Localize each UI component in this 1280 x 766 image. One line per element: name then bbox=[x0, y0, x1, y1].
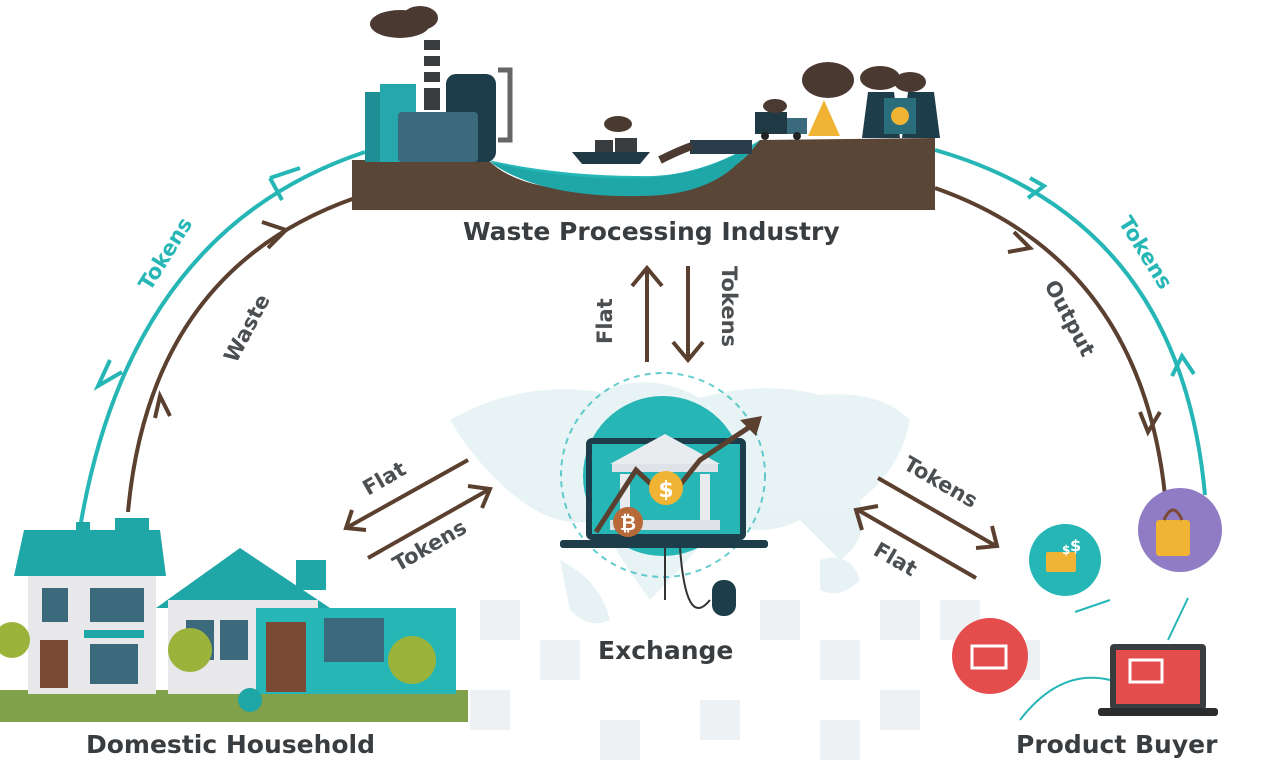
svg-text:₿: ₿ bbox=[620, 511, 636, 535]
buyer-illustration bbox=[952, 488, 1222, 721]
left-flat-arrow bbox=[343, 458, 469, 532]
dollar-icon-card: $ bbox=[1070, 536, 1081, 555]
left-outer-tokens-label: Tokens bbox=[134, 213, 197, 294]
right-tokens-arrow bbox=[877, 476, 1000, 550]
right-inner-output-label: Output bbox=[1040, 276, 1100, 360]
right-outer-tokens-label: Tokens bbox=[1114, 212, 1177, 293]
dollar-icon-card-2: $ bbox=[1062, 543, 1070, 557]
left-tokens-arrow bbox=[367, 484, 493, 560]
bank-icon bbox=[610, 434, 720, 464]
center-tokens-label: Tokens bbox=[717, 266, 741, 347]
household-label: Domestic Household bbox=[86, 730, 376, 759]
background-grid bbox=[470, 600, 1040, 760]
center-flat-up-arrow bbox=[630, 264, 664, 362]
right-inner-output-arc bbox=[934, 186, 1167, 496]
dollar-coin-icon: $ bbox=[649, 471, 683, 505]
center-flat-label: Flat bbox=[593, 298, 617, 344]
left-inner-waste-label: Waste bbox=[219, 290, 275, 366]
household-illustration bbox=[0, 518, 468, 722]
industry-label: Waste Processing Industry bbox=[463, 217, 840, 246]
left-inner-waste-arc bbox=[126, 196, 356, 513]
left-flat-label: Flat bbox=[359, 457, 411, 501]
buyer-label: Product Buyer bbox=[1016, 730, 1218, 759]
right-outer-tokens-arc bbox=[934, 148, 1207, 496]
right-flat-arrow bbox=[853, 504, 977, 580]
exchange-label: Exchange bbox=[598, 636, 734, 665]
bitcoin-icon: ₿ bbox=[613, 507, 643, 537]
right-tokens-label: Tokens bbox=[900, 452, 982, 513]
svg-text:$: $ bbox=[658, 478, 673, 503]
center-tokens-down-arrow bbox=[671, 266, 705, 364]
industry-illustration bbox=[352, 6, 940, 210]
left-outer-tokens-arc bbox=[78, 150, 366, 529]
